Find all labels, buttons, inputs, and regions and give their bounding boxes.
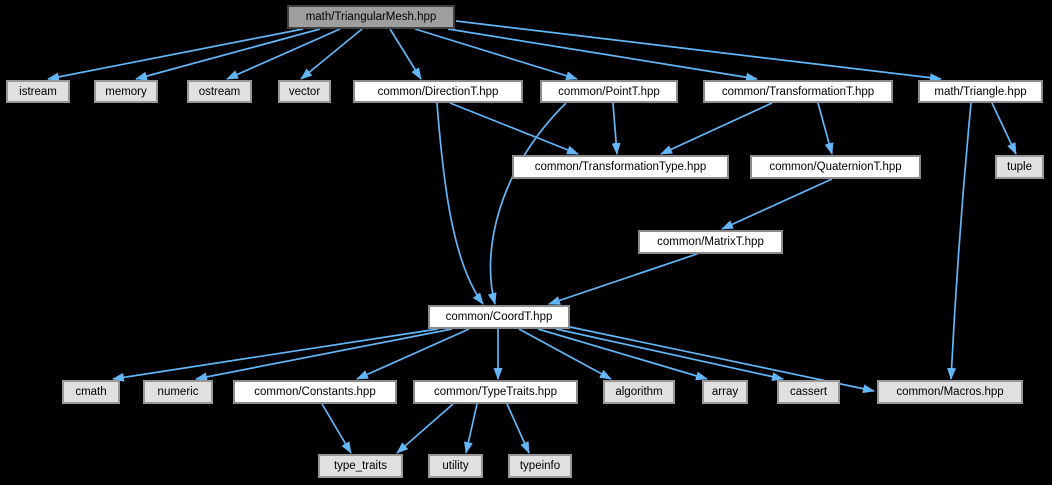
edge-coordt-to-numeric: [195, 328, 453, 382]
node-label: ostream: [198, 85, 241, 98]
node-label: type_traits: [333, 460, 388, 472]
node-label: memory: [105, 85, 147, 98]
edge-coordt-to-cassert: [555, 328, 784, 382]
node-directiont[interactable]: common/DirectionT.hpp: [353, 80, 523, 103]
edge-triangle-to-tuple: [991, 102, 1017, 155]
node-label: common/TransformationType.hpp: [534, 161, 707, 173]
edge-tm-to-istream: [47, 28, 304, 82]
edge-typetraits-to-utility: [464, 403, 478, 454]
edge-tm-to-memory: [135, 28, 321, 81]
node-quaterniont[interactable]: common/QuaternionT.hpp: [750, 155, 921, 179]
edge-quaterniont-to-matrixt: [721, 178, 833, 230]
node-label: cmath: [75, 386, 107, 398]
edge-constants-to-type_traits: [321, 403, 352, 454]
node-cassert: cassert: [777, 380, 840, 404]
edge-tm-to-transformationt: [447, 28, 758, 82]
edge-tm-to-ostream: [226, 28, 341, 80]
edge-coordt-to-cmath: [112, 328, 439, 382]
node-label: common/TypeTraits.hpp: [434, 386, 557, 398]
node-typeinfo: typeinfo: [508, 454, 572, 478]
node-label: numeric: [157, 386, 199, 398]
edge-directiont-to-coordt: [436, 102, 484, 305]
node-type_traits: type_traits: [318, 454, 403, 478]
node-tm: math/TriangularMesh.hpp: [287, 5, 455, 29]
node-label: common/Macros.hpp: [896, 386, 1004, 398]
node-algorithm: algorithm: [603, 380, 675, 404]
node-label: tuple: [1007, 161, 1032, 173]
node-label: typeinfo: [519, 460, 561, 472]
node-tuple: tuple: [995, 155, 1044, 179]
node-utility: utility: [428, 454, 483, 478]
node-label: common/CoordT.hpp: [445, 311, 553, 323]
node-cmath: cmath: [62, 380, 120, 404]
node-transformationt[interactable]: common/TransformationT.hpp: [703, 80, 893, 103]
node-label: common/QuaternionT.hpp: [769, 161, 902, 173]
node-label: cassert: [789, 386, 828, 398]
node-array: array: [702, 380, 748, 404]
edge-tm-to-triangle: [455, 20, 942, 83]
node-transformationtype[interactable]: common/TransformationType.hpp: [512, 155, 729, 179]
edge-pointt-to-coordt: [487, 102, 567, 305]
node-coordt[interactable]: common/CoordT.hpp: [428, 305, 570, 329]
edge-tm-to-directiont: [389, 28, 422, 80]
node-vector: vector: [278, 80, 331, 103]
edge-coordt-to-constants: [356, 328, 470, 380]
edge-coordt-to-algorithm: [518, 328, 612, 380]
node-label: common/Constants.hpp: [254, 386, 376, 398]
edge-transformationt-to-transformationtype: [660, 102, 773, 155]
node-label: array: [711, 386, 739, 398]
node-label: math/Triangle.hpp: [934, 85, 1027, 98]
node-pointt[interactable]: common/PointT.hpp: [540, 80, 678, 103]
node-matrixt[interactable]: common/MatrixT.hpp: [638, 230, 783, 254]
node-macros: common/Macros.hpp: [877, 380, 1023, 404]
node-constants[interactable]: common/Constants.hpp: [233, 380, 397, 404]
edge-typetraits-to-type_traits: [396, 403, 454, 454]
node-typetraits[interactable]: common/TypeTraits.hpp: [413, 380, 578, 404]
edge-coordt-to-array: [537, 328, 708, 381]
node-memory: memory: [94, 80, 158, 103]
node-label: common/TransformationT.hpp: [721, 85, 875, 98]
node-label: math/TriangularMesh.hpp: [305, 11, 437, 23]
node-label: istream: [19, 85, 57, 98]
edge-directiont-to-transformationtype: [449, 102, 579, 155]
edge-tm-to-vector: [300, 28, 363, 80]
node-label: utility: [442, 460, 469, 472]
node-numeric: numeric: [143, 380, 213, 404]
edge-triangle-to-macros: [947, 102, 972, 380]
node-label: common/DirectionT.hpp: [377, 85, 499, 98]
node-label: common/PointT.hpp: [558, 85, 660, 98]
node-label: algorithm: [615, 386, 663, 398]
edge-matrixt-to-coordt: [548, 253, 698, 305]
node-label: vector: [288, 85, 321, 98]
node-label: common/MatrixT.hpp: [657, 236, 764, 248]
edge-tm-to-pointt: [414, 28, 578, 81]
node-istream: istream: [6, 80, 70, 103]
node-ostream: ostream: [187, 80, 252, 103]
edge-pointt-to-transformationtype: [611, 102, 621, 155]
edge-transformationt-to-quaterniont: [817, 102, 834, 155]
edge-typetraits-to-typeinfo: [506, 403, 530, 454]
node-triangle[interactable]: math/Triangle.hpp: [918, 80, 1043, 103]
